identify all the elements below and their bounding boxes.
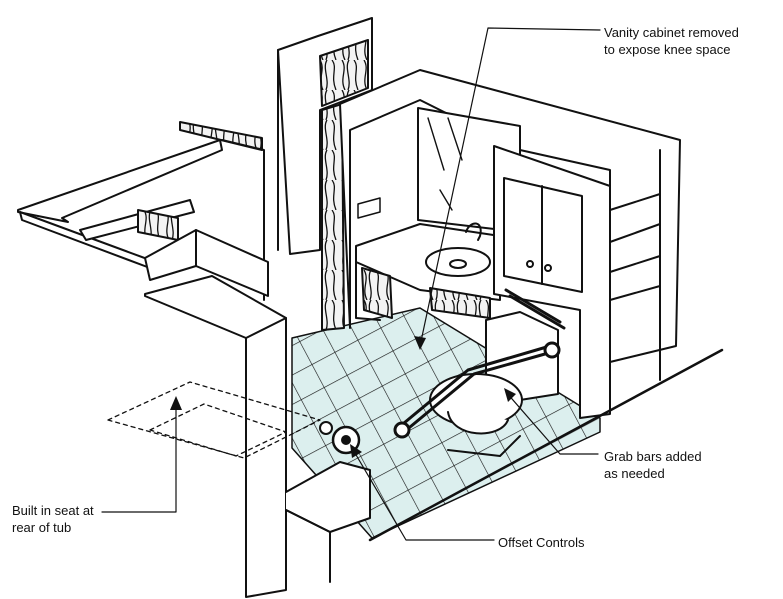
left-walls [17,121,269,301]
faucet [465,222,482,241]
tub-seat-callout: Built in seat at rear of tub [12,503,94,535]
bathtub [107,381,371,583]
cabinet-column [493,145,661,419]
vanity-callout: Vanity cabinet removed to expose knee sp… [604,25,739,57]
leader-vanity [419,27,601,347]
leader-offset [351,447,495,541]
back-wall [339,69,681,363]
leader-grab [505,391,599,455]
door-frame [277,17,373,331]
grab-bars [393,288,566,439]
leader-arrowheads [170,336,516,458]
offset-controls-callout: Offset Controls [498,535,585,550]
vanity-counter [355,222,501,321]
grab-bars-callout: Grab bars added as needed [604,449,702,481]
wall-outlet [357,197,381,219]
front-pillar [144,275,287,598]
leader-seat [101,399,177,513]
floor-edge [368,348,724,542]
leader-lines [101,27,601,541]
